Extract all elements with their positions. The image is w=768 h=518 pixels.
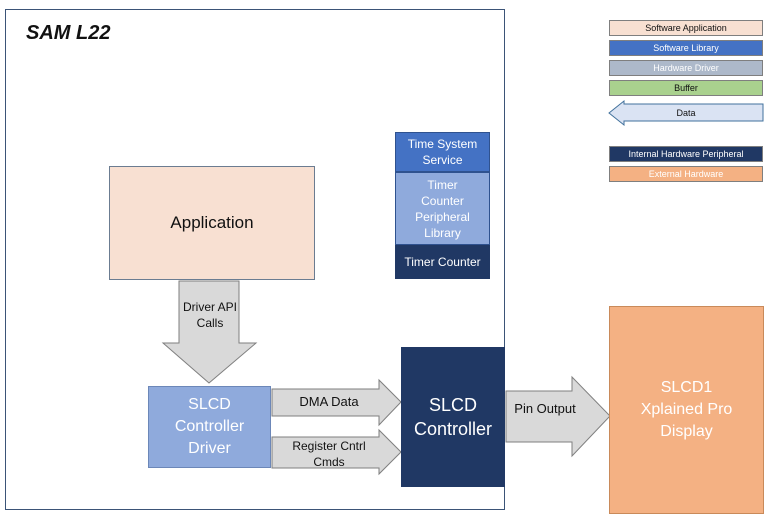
slcd1-xplained-pro-display-block: SLCD1 Xplained Pro Display	[609, 306, 764, 514]
timer-counter-block: Timer Counter	[395, 245, 490, 279]
timer-counter-label: Timer Counter	[404, 255, 481, 269]
pin-output-arrow	[505, 375, 611, 458]
legend-hardware-driver: Hardware Driver	[609, 60, 763, 76]
slcd-controller-driver-label: SLCD Controller Driver	[174, 396, 245, 457]
slcd-controller-driver-block: SLCD Controller Driver	[148, 386, 271, 468]
legend-internal-hardware-peripheral: Internal Hardware Peripheral	[609, 146, 763, 162]
dma-data-label: DMA Data	[299, 394, 359, 409]
slcd1-display-label: SLCD1 Xplained Pro Display	[640, 379, 733, 440]
legend-data: Data	[676, 108, 696, 118]
pin-output-label: Pin Output	[514, 401, 576, 416]
legend-data-arrow-icon	[608, 99, 764, 127]
slcd-controller-block: SLCD Controller	[401, 347, 505, 487]
timer-counter-plib-block: Timer Counter Peripheral Library	[395, 172, 490, 245]
legend-software-application: Software Application	[609, 20, 763, 36]
legend-software-library: Software Library	[609, 40, 763, 56]
application-block: Application	[109, 166, 315, 280]
legend-buffer: Buffer	[609, 80, 763, 96]
slcd-controller-label: SLCD Controller	[413, 395, 493, 439]
register-cntrl-cmds-label: Register Cntrl Cmds	[292, 439, 366, 469]
diagram-title: SAM L22	[26, 22, 111, 44]
time-system-service-block: Time System Service	[395, 132, 490, 172]
register-cntrl-cmds-arrow	[271, 428, 402, 476]
driver-api-calls-arrow	[161, 280, 258, 384]
sam-l22-boundary	[5, 9, 505, 510]
time-system-service-label: Time System Service	[407, 137, 478, 167]
legend-external-hardware: External Hardware	[609, 166, 763, 182]
timer-counter-plib-label: Timer Counter Peripheral Library	[415, 177, 470, 240]
application-label: Application	[170, 213, 254, 232]
driver-api-calls-label: Driver API Calls	[182, 300, 237, 330]
dma-data-arrow	[271, 378, 402, 427]
